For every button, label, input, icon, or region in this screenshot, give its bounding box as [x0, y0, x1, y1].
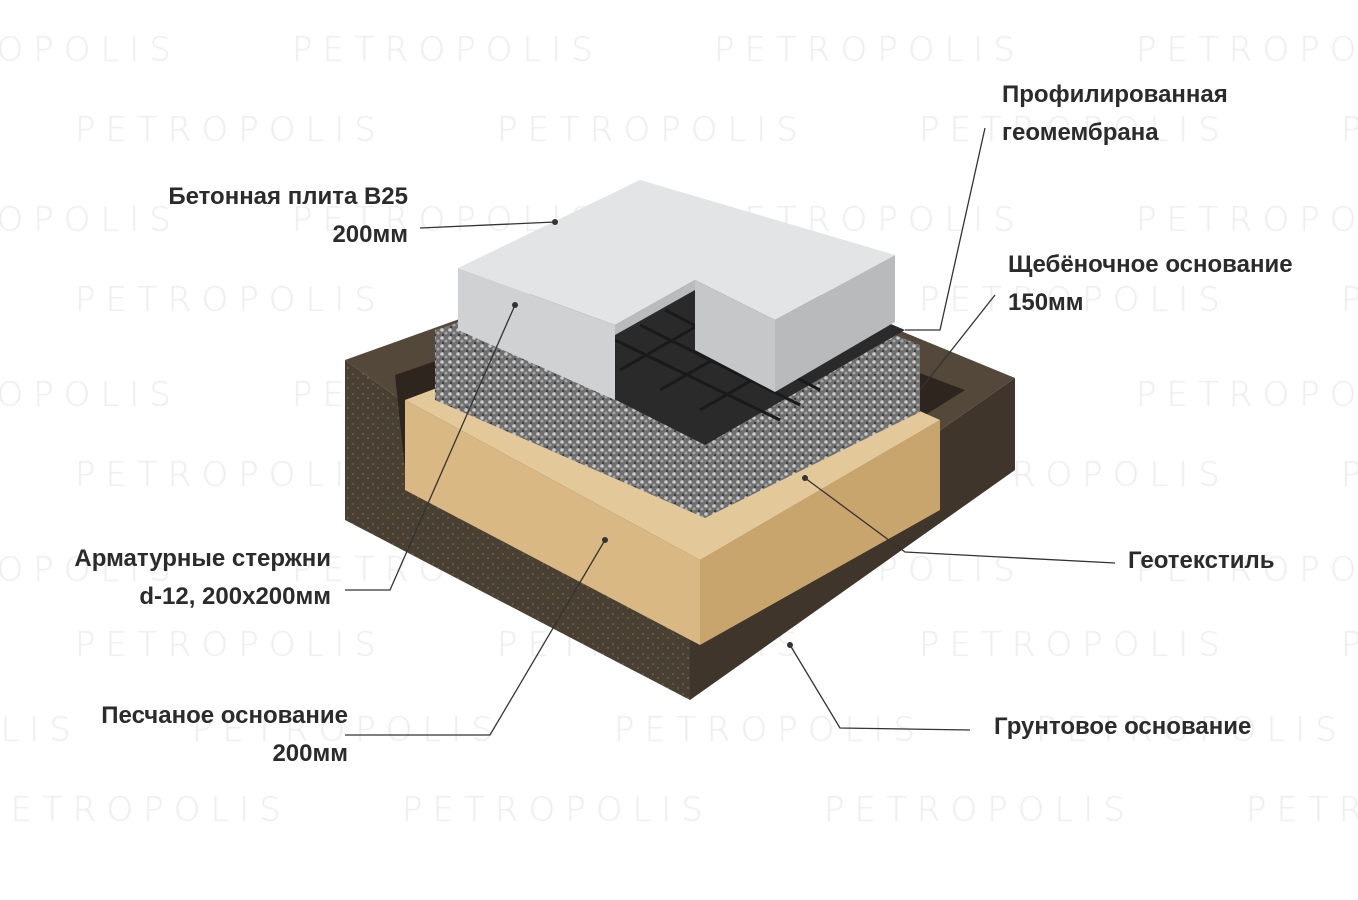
concrete-slab [458, 180, 895, 400]
label-line: 200мм [332, 221, 408, 248]
label-line: Щебёночное основание [1008, 251, 1293, 278]
label-line: 150мм [1008, 289, 1084, 316]
label-line: Геотекстиль [1128, 547, 1275, 574]
leader-lines [345, 127, 1116, 736]
label-line: Бетонная плита B25 [168, 183, 408, 210]
label-line: Арматурные стержни [74, 545, 331, 572]
label-gravel: Щебёночное основание 150мм [1008, 246, 1293, 322]
label-sand: Песчаное основание 200мм [101, 697, 348, 773]
label-line: Грунтовое основание [994, 713, 1252, 740]
label-soil: Грунтовое основание [994, 708, 1251, 746]
label-geotextile: Геотекстиль [1128, 542, 1274, 580]
label-line: геомембрана [1002, 119, 1159, 146]
label-line: 200мм [272, 740, 348, 767]
label-line: Песчаное основание [101, 702, 348, 729]
label-line: Профилированная [1002, 81, 1228, 108]
label-concrete-slab: Бетонная плита B25 200мм [168, 178, 408, 254]
label-rebar: Арматурные стержни d-12, 200x200мм [74, 540, 331, 616]
leader-dots [512, 219, 808, 648]
label-line: d-12, 200x200мм [139, 583, 331, 610]
label-geomembrane: Профилированная геомембрана [1002, 76, 1228, 152]
